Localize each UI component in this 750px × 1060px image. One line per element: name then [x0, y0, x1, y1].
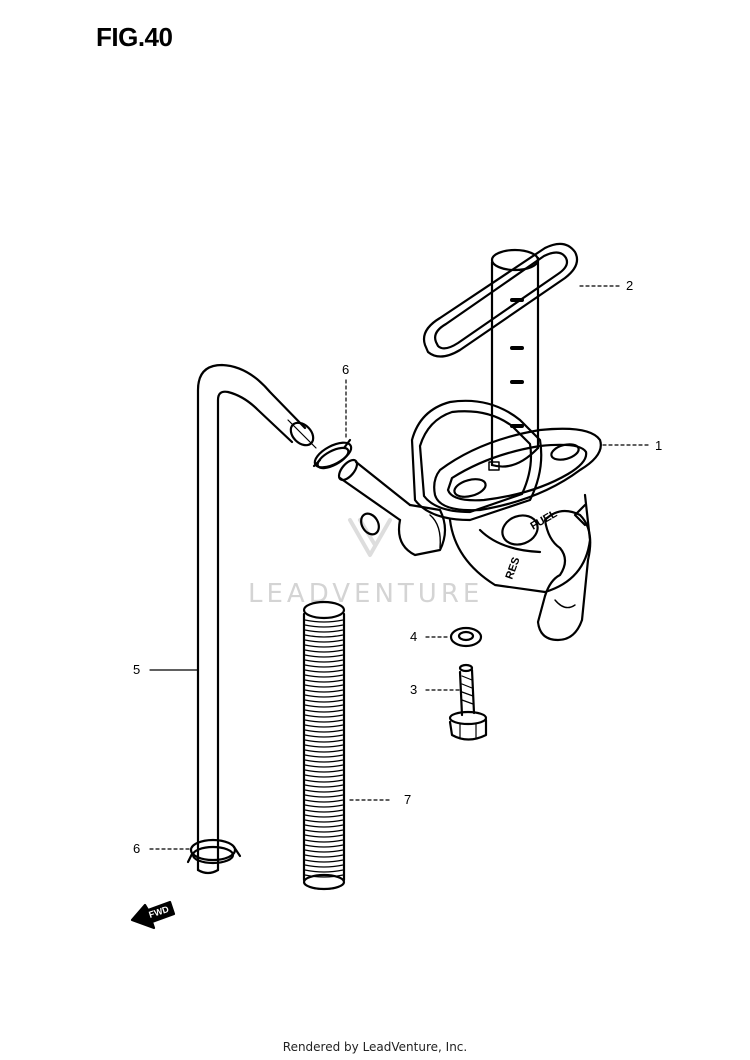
- gasket-part-2: [422, 242, 579, 358]
- callout-part-6-upper: 6: [342, 362, 349, 377]
- res-marking: RES: [504, 556, 523, 581]
- corrugated-tube-part-7: [302, 600, 346, 891]
- watermark: LEADVENTURE: [248, 518, 483, 609]
- callout-part-7: 7: [404, 792, 411, 807]
- callout-part-4: 4: [410, 629, 417, 644]
- watermark-text: LEADVENTURE: [248, 579, 483, 609]
- hose-clip-part-6-lower: [186, 838, 242, 865]
- fuel-marking: FUEL: [529, 508, 560, 533]
- callout-part-6-lower: 6: [133, 841, 140, 856]
- fuel-hose-part-5: [196, 363, 317, 875]
- fwd-arrow-icon: [130, 900, 176, 930]
- footer-credit: Rendered by LeadVenture, Inc.: [282, 1040, 468, 1054]
- bolt-part-3: [448, 663, 488, 741]
- figure-title: FIG.40: [96, 22, 173, 52]
- callout-part-3: 3: [410, 682, 417, 697]
- callout-part-1: 1: [655, 438, 662, 453]
- callout-part-5: 5: [133, 662, 140, 677]
- fuel-cock-part-1: [337, 248, 602, 642]
- washer-part-4: [449, 626, 483, 648]
- callout-part-2: 2: [626, 278, 633, 293]
- hose-clip-part-6-upper: [312, 438, 353, 470]
- leader-lines: [149, 285, 649, 850]
